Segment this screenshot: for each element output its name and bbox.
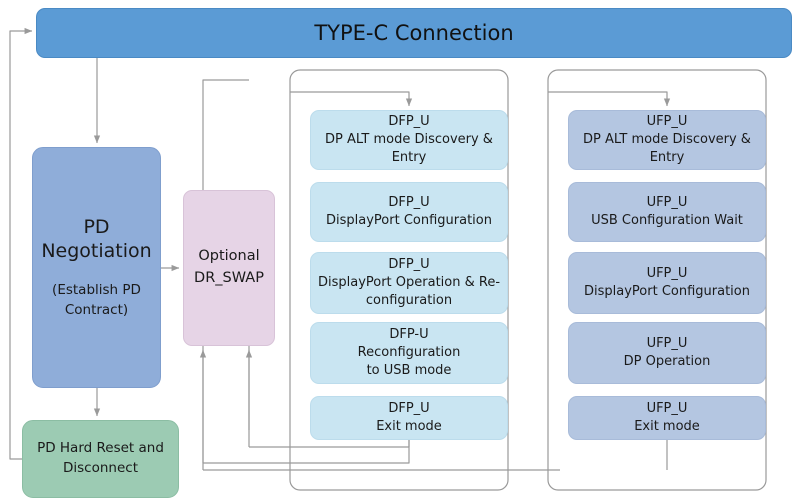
ufp-box-1-line2: USB Configuration Wait — [591, 213, 743, 228]
ufp-box-1-line1: UFP_U — [646, 195, 688, 211]
ufp-box-3-line1: UFP_U — [646, 336, 688, 352]
ufp-box-3[interactable]: UFP_U DP Operation — [568, 322, 766, 384]
ufp-box-4-line2: Exit mode — [634, 419, 700, 434]
dfp-box-3[interactable]: DFP-U Reconfiguration to USB mode — [310, 322, 508, 384]
pd-hard-reset-line2: Disconnect — [63, 460, 138, 476]
pd-hard-reset-line1: PD Hard Reset and — [37, 440, 164, 457]
dfp-box-0[interactable]: DFP_U DP ALT mode Discovery & Entry — [310, 110, 508, 170]
dfp-box-0-line3: Entry — [391, 149, 427, 165]
ufp-box-0-line1: UFP_U — [646, 114, 688, 130]
wire-into-ufp-first — [548, 91, 671, 107]
dfp-box-3-line1: DFP-U — [389, 327, 429, 343]
dfp-box-1-line2: DisplayPort Configuration — [326, 213, 492, 228]
typec-label: TYPE-C Connection — [314, 20, 514, 45]
ufp-box-2-line2: DisplayPort Configuration — [584, 284, 750, 299]
dfp-box-2-line3: configuration — [365, 292, 453, 308]
typec-connection-header: TYPE-C Connection — [36, 8, 792, 58]
dfp-box-2[interactable]: DFP_U DisplayPort Operation & Re- config… — [310, 252, 508, 314]
pd-negotiation-node[interactable]: PD Negotiation (Establish PD Contract) — [32, 147, 161, 388]
ufp-box-4-line1: UFP_U — [646, 401, 688, 417]
optional-dr-swap-node[interactable]: Optional DR_SWAP — [183, 190, 275, 346]
dfp-box-4[interactable]: DFP_U Exit mode — [310, 396, 508, 440]
ufp-box-3-line2: DP Operation — [623, 354, 711, 369]
dr-swap-line1: Optional — [198, 248, 260, 265]
ufp-box-0-line2: DP ALT mode Discovery & — [583, 132, 751, 148]
pd-negotiation-sub1: (Establish PD — [52, 281, 141, 298]
dfp-box-1-line1: DFP_U — [388, 195, 430, 211]
pd-hard-reset-node[interactable]: PD Hard Reset and Disconnect — [22, 420, 179, 498]
ufp-box-2-line1: UFP_U — [646, 266, 688, 282]
dr-swap-line2: DR_SWAP — [194, 270, 264, 286]
dfp-box-2-line2: DisplayPort Operation & Re- — [317, 275, 501, 291]
dfp-box-0-line1: DFP_U — [388, 114, 430, 130]
ufp-box-1[interactable]: UFP_U USB Configuration Wait — [568, 182, 766, 242]
ufp-box-0[interactable]: UFP_U DP ALT mode Discovery & Entry — [568, 110, 766, 170]
dfp-box-4-line2: Exit mode — [376, 419, 442, 434]
pd-negotiation-line1: PD — [83, 215, 110, 238]
ufp-box-0-line3: Entry — [649, 149, 685, 165]
wire-reset-to-typec — [9, 27, 33, 460]
dfp-box-3-line3: to USB mode — [366, 362, 452, 378]
dfp-box-0-line2: DP ALT mode Discovery & — [325, 132, 493, 148]
dfp-box-1[interactable]: DFP_U DisplayPort Configuration — [310, 182, 508, 242]
pd-negotiation-sub2: Contract) — [64, 301, 129, 318]
ufp-box-2[interactable]: UFP_U DisplayPort Configuration — [568, 252, 766, 314]
dfp-box-3-line2: Reconfiguration — [357, 345, 461, 361]
dfp-box-2-line1: DFP_U — [388, 257, 430, 273]
wire-into-dfp-first — [290, 91, 413, 107]
pd-negotiation-line2: Negotiation — [41, 240, 152, 263]
dfp-box-4-line1: DFP_U — [388, 401, 430, 417]
ufp-box-4[interactable]: UFP_U Exit mode — [568, 396, 766, 440]
